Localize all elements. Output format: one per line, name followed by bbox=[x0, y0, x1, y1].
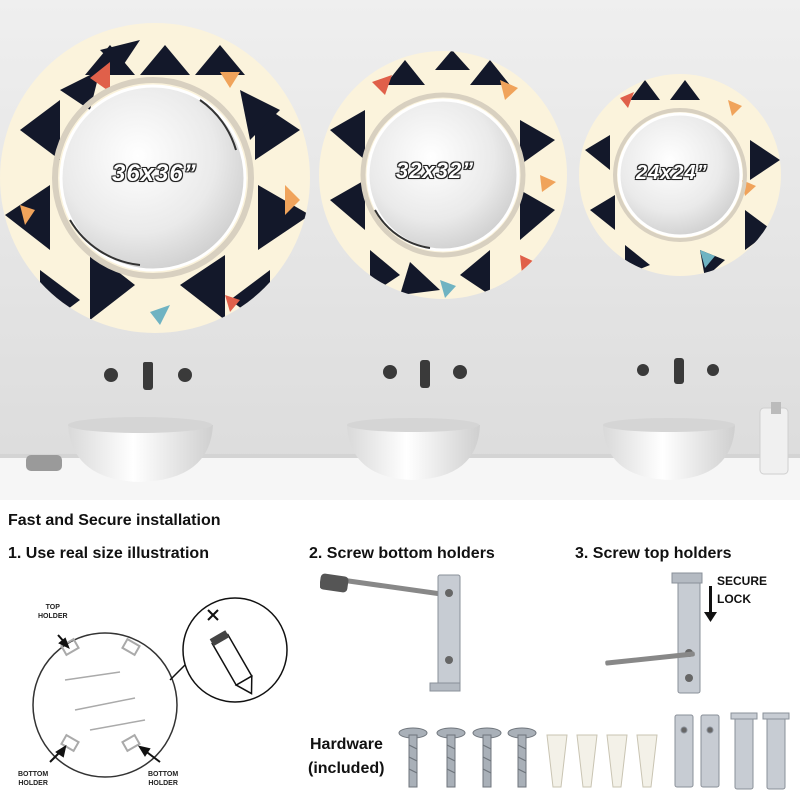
step-1-heading: 1. Use real size illustration bbox=[8, 545, 209, 562]
step-2-heading: 2. Screw bottom holders bbox=[309, 545, 495, 562]
holder-bracket-icon bbox=[671, 572, 703, 694]
holder-bracket-icon bbox=[674, 712, 790, 790]
bottom-holder-label-left: BOTTOM HOLDER bbox=[18, 771, 49, 787]
lock-label: LOCK bbox=[717, 592, 751, 606]
hardware-label: Hardware bbox=[310, 736, 383, 753]
mirror-36x36 bbox=[0, 23, 310, 333]
screw-icon bbox=[398, 727, 537, 788]
screwdriver-shaft bbox=[340, 577, 450, 598]
x-mark-icon bbox=[207, 609, 219, 621]
template-circle bbox=[32, 632, 178, 778]
step-3-heading: 3. Screw top holders bbox=[575, 545, 732, 562]
sink-bowl bbox=[68, 417, 735, 482]
size-label-36: 36x36” bbox=[111, 159, 197, 187]
hardware-included-label: (included) bbox=[308, 760, 385, 777]
top-holder-label: TOP HOLDER bbox=[38, 604, 68, 620]
hardware-set bbox=[398, 712, 790, 790]
bottom-holder-illustration bbox=[320, 573, 461, 692]
real-size-illustration bbox=[32, 597, 288, 778]
wall-anchor-icon bbox=[546, 734, 658, 788]
top-holder-illustration bbox=[605, 572, 717, 694]
bottom-holder-label-right: BOTTOM HOLDER bbox=[148, 771, 179, 787]
screwdriver-shaft bbox=[605, 651, 695, 666]
mirror-32x32 bbox=[319, 51, 567, 299]
faucet-icon bbox=[104, 358, 719, 390]
soap-dish bbox=[26, 455, 62, 471]
size-label-32: 32x32” bbox=[395, 157, 475, 183]
install-title: Fast and Secure installation bbox=[8, 512, 221, 529]
secure-label: SECURE bbox=[717, 574, 768, 588]
holder-bracket-icon bbox=[429, 574, 461, 692]
soap-dispenser bbox=[759, 402, 789, 475]
size-label-24: 24x24” bbox=[635, 161, 708, 184]
mirror-24x24 bbox=[579, 74, 781, 276]
bathroom-scene bbox=[0, 0, 800, 482]
arrow-down-icon bbox=[704, 586, 717, 622]
holder-marks bbox=[60, 637, 141, 753]
pencil-icon bbox=[209, 630, 253, 695]
